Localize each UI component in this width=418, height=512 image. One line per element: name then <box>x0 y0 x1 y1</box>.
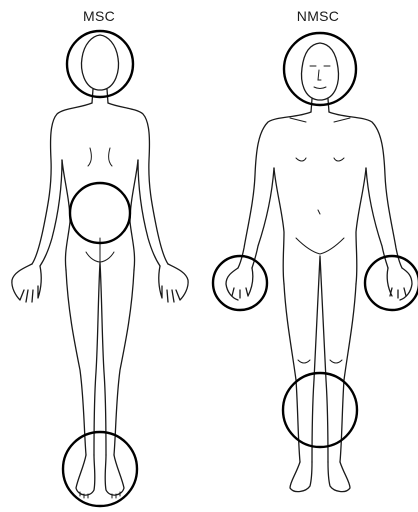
nmsc-inner-arms <box>252 168 388 268</box>
nmsc-groin <box>296 238 344 254</box>
msc-back-detail <box>86 148 114 262</box>
nmsc-figure <box>213 33 418 492</box>
nmsc-left-hand <box>226 268 253 300</box>
nmsc-ring-right-hand <box>365 256 418 310</box>
msc-right-hand <box>159 264 188 302</box>
nmsc-head <box>302 43 339 100</box>
msc-ring-feet <box>63 432 137 506</box>
nmsc-torso <box>238 112 402 268</box>
nmsc-knees <box>298 360 342 363</box>
nmsc-feet <box>290 462 350 492</box>
nmsc-face <box>310 66 330 89</box>
nmsc-ring-head <box>284 33 356 105</box>
msc-ring-lower-back <box>70 183 130 243</box>
msc-head <box>82 35 119 90</box>
msc-ring-head <box>67 31 133 97</box>
nmsc-legs <box>284 256 356 462</box>
msc-legs <box>66 262 134 455</box>
msc-left-hand <box>12 264 41 302</box>
msc-figure <box>12 31 188 506</box>
nmsc-chest <box>290 118 350 214</box>
msc-feet <box>76 455 124 495</box>
nmsc-ring-lower-legs <box>283 373 357 447</box>
nmsc-right-hand <box>387 268 412 300</box>
